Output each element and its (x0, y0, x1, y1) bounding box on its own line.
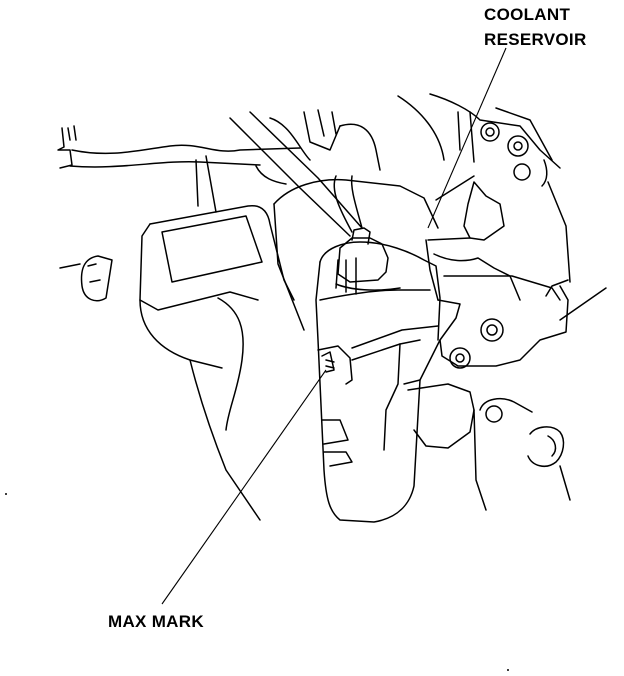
coolant-reservoir-drawing (273, 175, 441, 523)
coolant-reservoir-label-line1: COOLANT (484, 5, 571, 24)
coolant-reservoir-label: COOLANT RESERVOIR (484, 2, 587, 52)
coolant-reservoir-label-line2: RESERVOIR (484, 30, 587, 49)
left-hose-drawing (57, 125, 301, 207)
max-mark-leader (161, 369, 327, 605)
engine-parts-drawing (407, 93, 607, 511)
upper-hoses-drawing (229, 95, 475, 237)
coolant-reservoir-leader (427, 47, 507, 229)
air-box-drawing (59, 155, 295, 521)
max-mark-label: MAX MARK (108, 612, 204, 631)
